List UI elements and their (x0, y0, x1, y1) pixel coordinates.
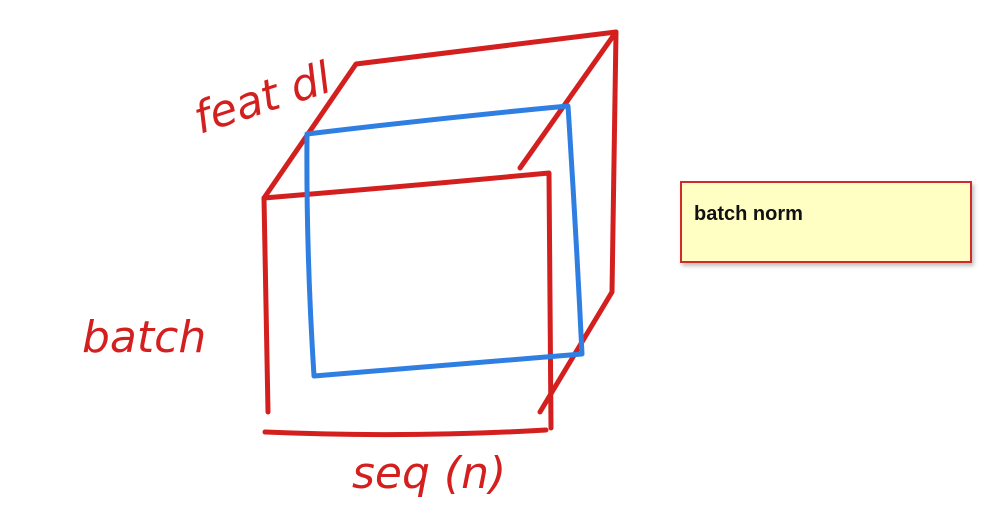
batch-slice-outline (304, 103, 585, 379)
annotation-note: batch norm (680, 181, 972, 263)
cube-top-face (261, 29, 619, 201)
seq-label: seq (n) (352, 448, 506, 499)
batch-label: batch (82, 312, 206, 363)
cube-back-edge (537, 29, 619, 415)
cube-front-face (261, 170, 554, 438)
note-text: batch norm (694, 203, 803, 225)
